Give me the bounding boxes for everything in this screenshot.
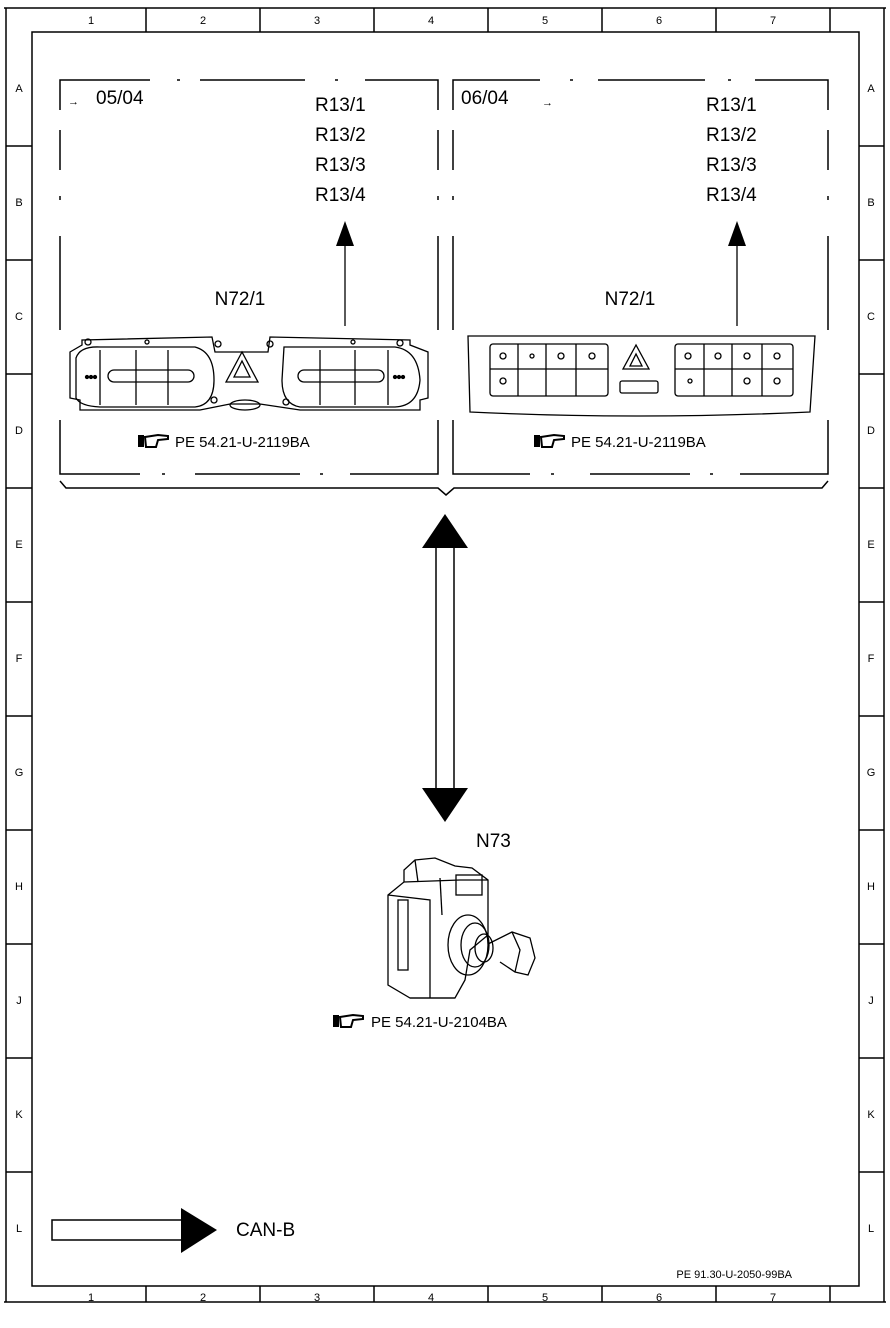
legend-arrow-icon	[51, 1208, 217, 1253]
column-label: 5	[542, 1292, 548, 1304]
row-label: L	[868, 1223, 874, 1235]
output-label: R13/2	[315, 125, 366, 146]
row-label: J	[868, 995, 874, 1007]
column-labels-top: 1 2 3 4 5 6 7	[88, 15, 776, 27]
panel-left-reference: PE 54.21-U-2119BA	[175, 434, 310, 451]
variant-arrow-icon: →	[68, 96, 79, 108]
column-label: 2	[200, 1292, 206, 1304]
row-label: C	[15, 311, 23, 323]
row-label: J	[16, 995, 22, 1007]
row-label: H	[867, 881, 875, 893]
row-label: D	[867, 425, 875, 437]
output-label: R13/4	[706, 185, 757, 206]
column-label: 6	[656, 1292, 662, 1304]
row-label: E	[867, 539, 874, 551]
output-label: R13/1	[315, 95, 366, 116]
reference-hand-icon	[138, 433, 169, 448]
row-label: A	[15, 83, 23, 95]
row-label: H	[15, 881, 23, 893]
row-label: G	[867, 767, 876, 779]
column-label: 4	[428, 1292, 434, 1304]
panel-left-signal-arrow	[336, 221, 354, 326]
panel-right-outputs: R13/1 R13/2 R13/3 R13/4	[706, 95, 757, 206]
panel-left-module: N72/1	[215, 289, 266, 310]
row-label: C	[867, 311, 875, 323]
row-label: B	[15, 197, 22, 209]
row-labels-left: A B C D E F G H J K L	[15, 83, 24, 1235]
ignition-reference: PE 54.21-U-2104BA	[371, 1014, 507, 1031]
panel-right-module: N72/1	[605, 289, 656, 310]
column-label: 6	[656, 15, 662, 27]
panel-left-frame	[59, 79, 439, 475]
output-label: R13/4	[315, 185, 366, 206]
column-label: 3	[314, 1292, 320, 1304]
column-label: 5	[542, 15, 548, 27]
column-label: 2	[200, 15, 206, 27]
row-label: E	[15, 539, 22, 551]
panel-right-variant: 06/04	[461, 88, 509, 109]
row-label: A	[867, 83, 875, 95]
row-label: F	[868, 653, 875, 665]
ignition-switch-icon	[387, 857, 536, 999]
control-panel-icon	[467, 335, 816, 417]
column-label: 7	[770, 1292, 776, 1304]
row-label: G	[15, 767, 24, 779]
row-label: L	[16, 1223, 22, 1235]
panel-right-frame	[452, 79, 829, 475]
output-label: R13/3	[706, 155, 757, 176]
document-id: PE 91.30-U-2050-99BA	[676, 1269, 792, 1281]
panel-left-variant: 05/04	[96, 88, 144, 109]
panel-left-outputs: R13/1 R13/2 R13/3 R13/4	[315, 95, 366, 206]
row-labels-right: A B C D E F G H J K L	[867, 83, 876, 1235]
legend-label: CAN-B	[236, 1220, 295, 1241]
variant-arrow-icon: →	[542, 97, 553, 109]
column-label: 1	[88, 15, 94, 27]
row-label: B	[867, 197, 874, 209]
reference-hand-icon	[534, 433, 565, 448]
ignition-module: N73	[476, 831, 511, 852]
row-label: K	[15, 1109, 23, 1121]
row-label: D	[15, 425, 23, 437]
panel-right-signal-arrow	[728, 221, 746, 326]
output-label: R13/2	[706, 125, 757, 146]
output-label: R13/3	[315, 155, 366, 176]
reference-hand-icon	[333, 1013, 364, 1028]
can-b-connection-arrow	[422, 514, 468, 822]
output-label: R13/1	[706, 95, 757, 116]
column-labels-bottom: 1 2 3 4 5 6 7	[88, 1292, 776, 1304]
panel-group-bracket	[59, 480, 829, 496]
control-panel-icon	[69, 336, 429, 411]
panel-right-reference: PE 54.21-U-2119BA	[571, 434, 706, 451]
grid-frame	[4, 7, 886, 1303]
column-label: 1	[88, 1292, 94, 1304]
row-label: F	[16, 653, 23, 665]
column-label: 7	[770, 15, 776, 27]
column-label: 3	[314, 15, 320, 27]
row-label: K	[867, 1109, 875, 1121]
column-label: 4	[428, 15, 434, 27]
